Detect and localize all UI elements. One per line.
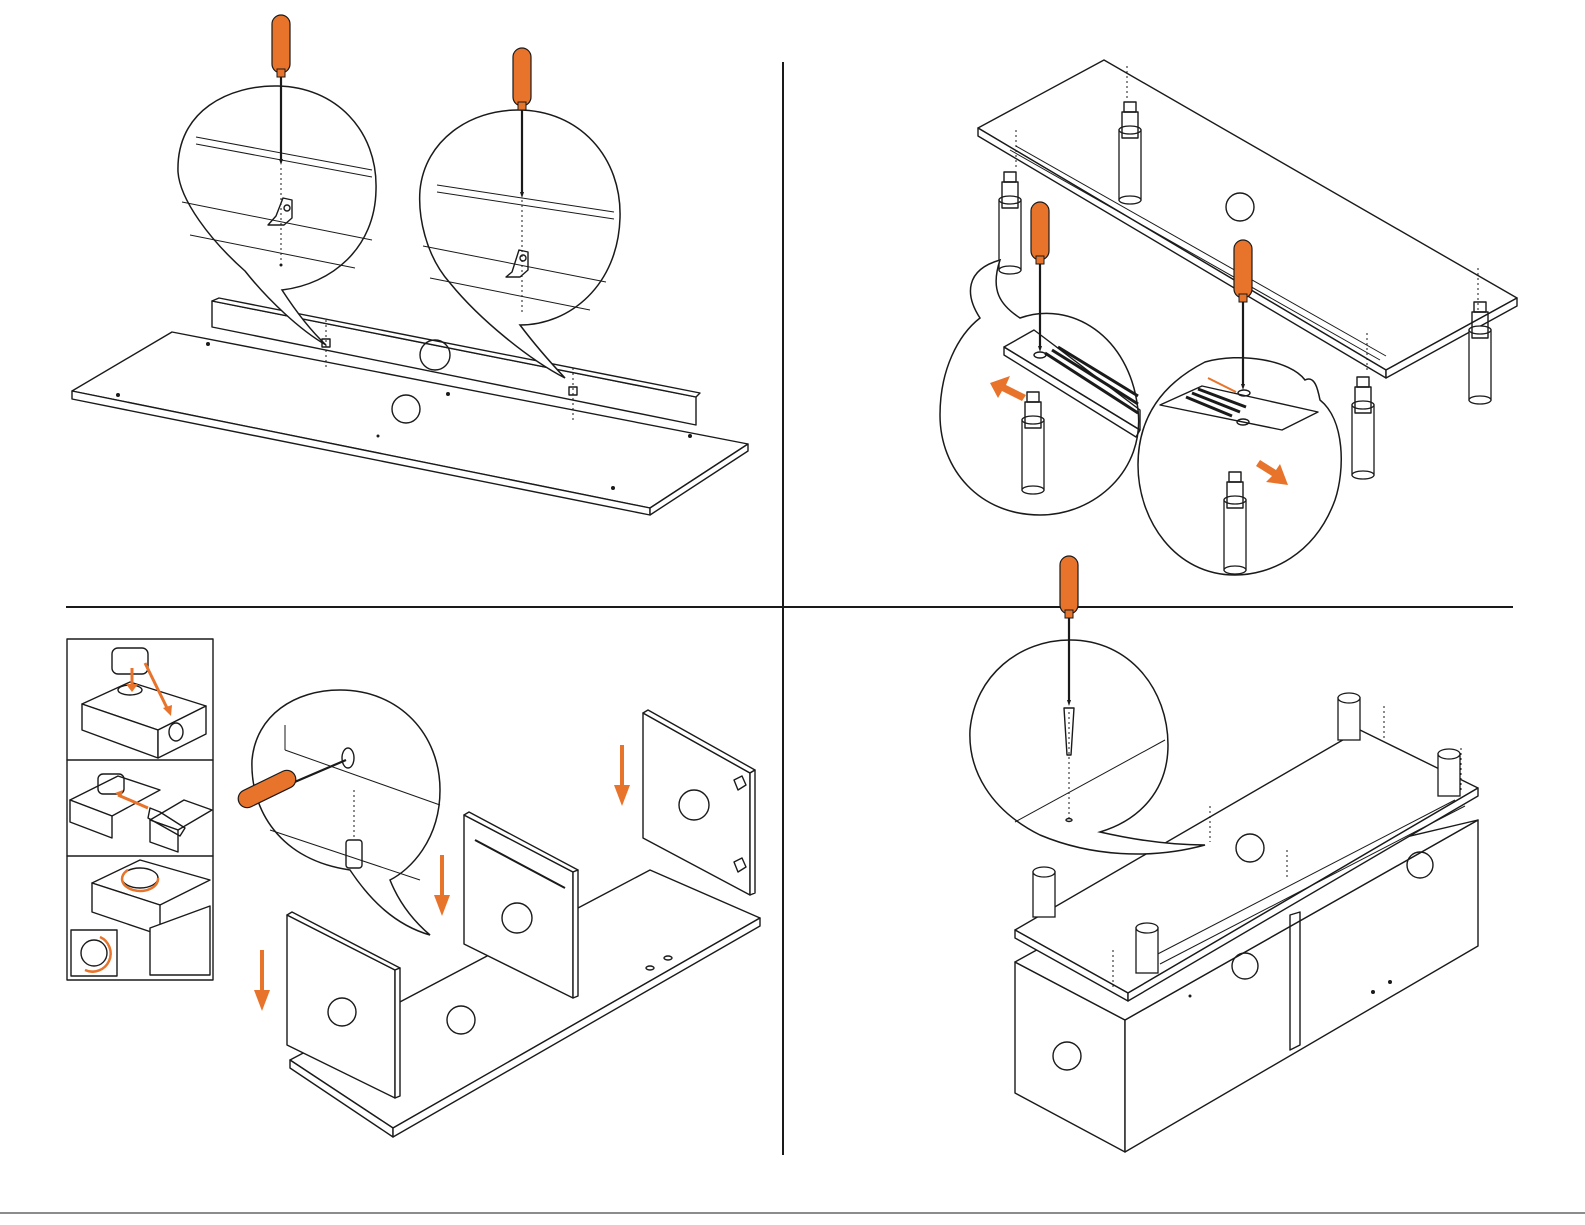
detail-bubble-right	[420, 48, 620, 378]
cam-lock-instructions	[67, 639, 213, 980]
detail-bubble-cam-bolt	[235, 690, 440, 935]
detail-bubble-leg-left	[940, 202, 1140, 515]
step-attach-back-rail	[72, 15, 748, 515]
detail-bubble-left	[178, 15, 376, 345]
side-panel-back	[643, 710, 755, 895]
step-attach-legs-to-top	[940, 60, 1517, 575]
detail-bubble-top-screw	[970, 556, 1205, 854]
step-insert-side-panels	[67, 639, 760, 1137]
step-screw-on-top-with-legs	[970, 556, 1478, 1152]
